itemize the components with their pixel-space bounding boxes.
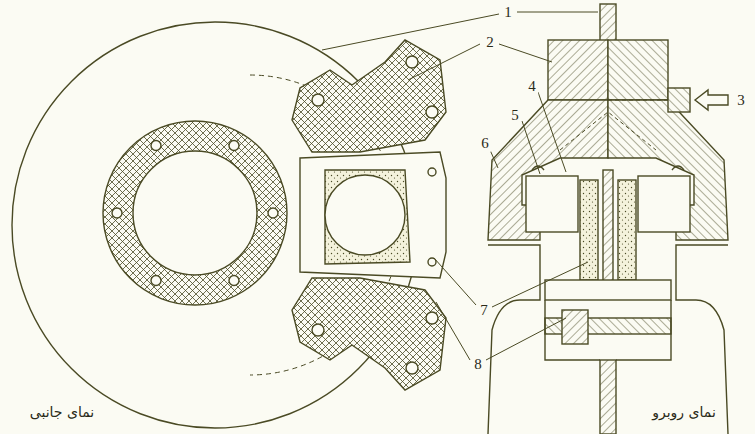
front-view bbox=[488, 4, 728, 434]
bolt bbox=[562, 310, 588, 344]
view-title: نمای جانبی bbox=[28, 405, 96, 420]
pressure-arrow bbox=[695, 90, 728, 110]
piston-right bbox=[638, 176, 690, 232]
callout-number: 1 bbox=[502, 4, 514, 21]
callout-number: 3 bbox=[735, 92, 747, 109]
hub-ring bbox=[103, 121, 287, 305]
housing-top bbox=[548, 40, 608, 100]
disc-section bbox=[600, 4, 616, 44]
pad-right bbox=[618, 180, 636, 280]
lower-lug bbox=[292, 278, 446, 390]
callout-number: 2 bbox=[484, 34, 496, 51]
caliper-body bbox=[300, 152, 446, 278]
callout-number: 4 bbox=[526, 78, 538, 95]
piston-left bbox=[526, 176, 578, 232]
housing-lower-left bbox=[488, 245, 540, 434]
view-title: نمای روبرو bbox=[650, 405, 718, 420]
brake-pad bbox=[325, 170, 410, 264]
side-view bbox=[12, 22, 446, 428]
hub-bore bbox=[133, 151, 257, 275]
bolt-holes bbox=[112, 141, 278, 286]
callout-number: 5 bbox=[509, 107, 521, 124]
callout-number: 7 bbox=[478, 302, 490, 319]
callout-number: 6 bbox=[479, 135, 491, 152]
callout-number: 8 bbox=[472, 356, 484, 373]
fluid-port bbox=[668, 88, 690, 112]
leader-lines bbox=[322, 12, 598, 360]
piston-bore bbox=[325, 175, 405, 255]
upper-lug bbox=[292, 40, 446, 152]
